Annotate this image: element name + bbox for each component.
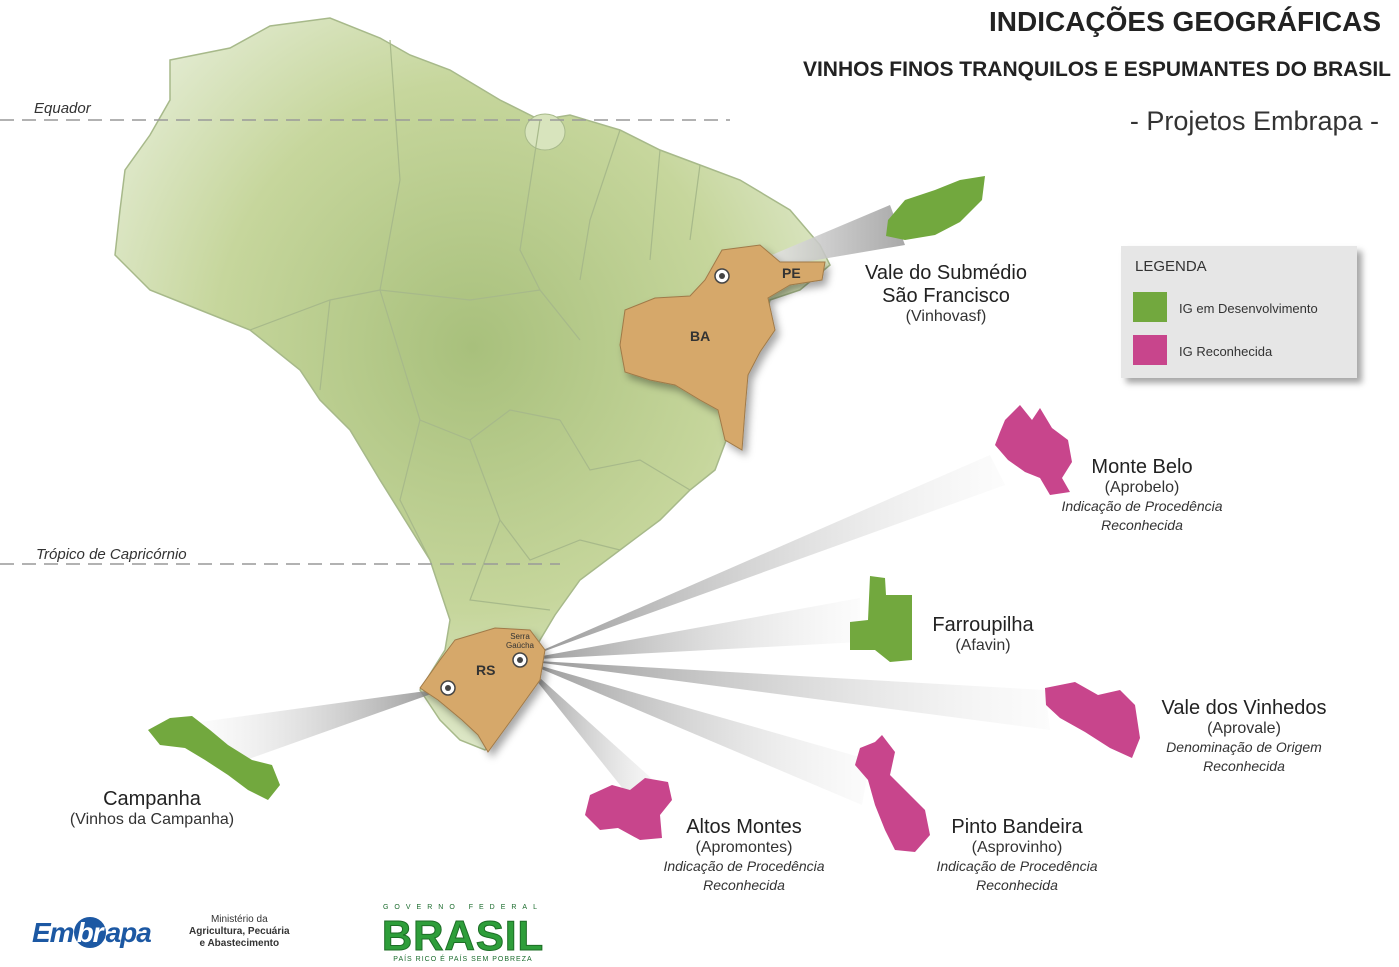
marker-vale-sao-francisco [714,268,730,284]
legend-swatch-recognized [1133,335,1167,365]
monte-belo-shape [995,405,1072,495]
legend-label-recognized: IG Reconhecida [1179,344,1273,359]
state-label-ba: BA [690,328,711,344]
marker-serra-gaucha [512,652,528,668]
vale-sao-francisco-shape [886,176,985,240]
marajo-island [524,113,566,151]
governo-federal-logo: GOVERNO FEDERAL BRASIL PAÍS RICO É PAÍS … [381,904,545,963]
state-label-pe: PE [782,265,801,281]
state-bahia [619,244,826,451]
state-borders [249,39,701,611]
vale-dos-vinhedos-shape [1045,682,1140,758]
region-label-vale-sao-francisco: Vale do Submédio São Francisco (Vinhovas… [865,262,1027,325]
state-label-rs: RS [476,662,496,678]
project-label: - Projetos Embrapa - [1129,106,1379,136]
page-subtitle: VINHOS FINOS TRANQUILOS E ESPUMANTES DO … [802,58,1391,81]
campanha-shape [148,716,280,800]
legend-label-developing: IG em Desenvolvimento [1179,301,1318,316]
legend-swatch-developing [1133,292,1167,322]
legend-box: LEGENDA IG em Desenvolvimento IG Reconhe… [1121,246,1357,378]
page-title: INDICAÇÕES GEOGRÁFICAS [988,6,1381,37]
region-label-monte-belo: Monte Belo (Aprobelo) Indicação de Proce… [1061,456,1223,533]
connection-beams [200,205,1050,810]
pinto-bandeira-shape [855,735,930,852]
serra-gaucha-label: Serra Gaúcha [505,632,535,650]
farroupilha-shape [850,576,912,662]
tropic-label: Trópico de Capricórnio [36,546,187,563]
ministry-logo: Ministério da Agricultura, Pecuária e Ab… [189,914,290,949]
equator-label: Equador [34,100,91,117]
region-label-campanha: Campanha (Vinhos da Campanha) [69,788,235,828]
region-label-vale-dos-vinhedos: Vale dos Vinhedos (Aprovale) Denominação… [1161,697,1327,774]
legend-title: LEGENDA [1135,258,1207,275]
region-label-farroupilha: Farroupilha (Afavin) [932,614,1034,654]
altos-montes-shape [585,778,672,840]
marker-campanha [440,680,456,696]
brazil-outline [114,17,831,751]
region-label-altos-montes: Altos Montes (Apromontes) Indicação de P… [663,816,825,893]
region-label-pinto-bandeira: Pinto Bandeira (Asprovinho) Indicação de… [936,816,1098,893]
